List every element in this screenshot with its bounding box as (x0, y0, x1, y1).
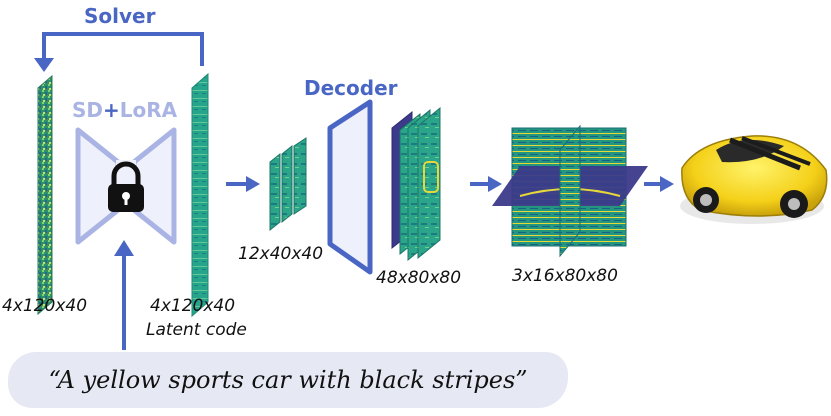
feature1-dim-label: 12x40x40 (238, 244, 324, 264)
latent-code-plane (191, 72, 209, 318)
triplane-volume (492, 124, 648, 258)
arrow-to-car (644, 176, 674, 192)
feature-stack-12x40x40 (269, 137, 307, 232)
latent-dim-label: 4x120x40 (150, 296, 236, 316)
sd-lora-label: SD+LoRA (72, 98, 177, 122)
decoder-block (327, 99, 373, 275)
plus-label: + (103, 98, 120, 122)
noise-latent-plane (37, 74, 53, 316)
text-prompt: “A yellow sports car with black stripes” (48, 366, 528, 394)
sd-label: SD (72, 98, 104, 122)
feature2-dim-label: 48x80x80 (376, 268, 462, 288)
arrow-to-triplane (470, 176, 502, 192)
prompt-to-network-arrow (114, 240, 134, 350)
feature-stack-48x80x80 (391, 106, 441, 262)
lock-icon (108, 161, 144, 212)
solver-loop-arrow (34, 32, 204, 72)
triplane-dim-label: 3x16x80x80 (512, 266, 618, 286)
solver-label: Solver (84, 4, 156, 28)
sports-car-icon (680, 135, 828, 224)
noise-dim-label: 4x120x40 (2, 296, 88, 316)
latent-code-caption: Latent code (146, 320, 247, 340)
text-prompt-box: “A yellow sports car with black stripes” (8, 352, 568, 408)
arrow-to-decoder (226, 176, 260, 192)
lora-label: LoRA (119, 98, 178, 122)
decoder-label: Decoder (304, 76, 398, 100)
